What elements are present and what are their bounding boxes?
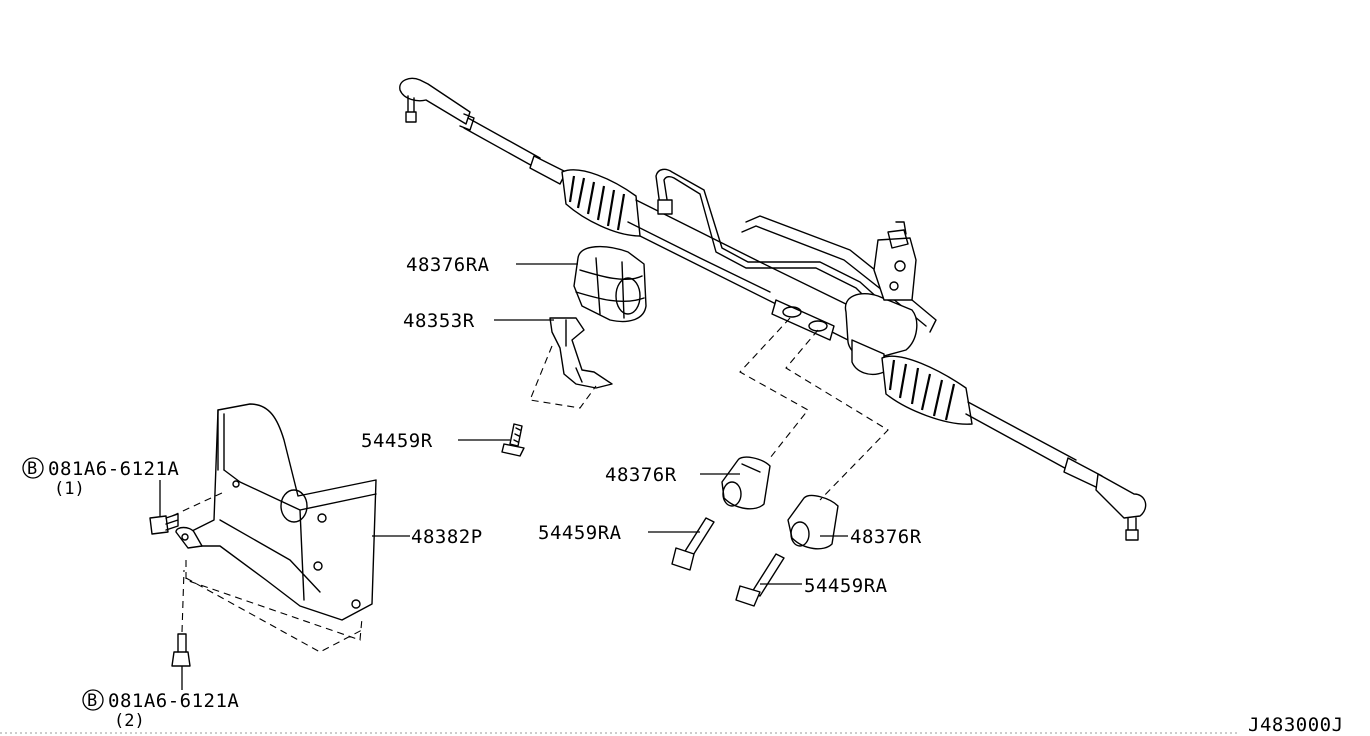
left-tie-rod	[463, 117, 541, 169]
label-qty-1: (1)	[54, 479, 85, 499]
label-54459ra-lower: 54459RA	[804, 575, 888, 597]
insulator-48376ra	[573, 245, 647, 323]
circle-letter-b: B	[87, 691, 97, 711]
label-081a6-6121a-2: 081A6-6121A	[108, 690, 239, 712]
left-boot	[561, 169, 641, 237]
callout-bolt-1: B 081A6-6121A (1)	[22, 457, 179, 499]
bolt-081a6-upper	[149, 513, 179, 535]
label-48376ra: 48376RA	[406, 254, 490, 276]
label-54459ra-upper: 54459RA	[538, 522, 622, 544]
label-48376r-lower: 48376R	[850, 526, 922, 548]
right-tie-rod	[965, 401, 1077, 473]
label-48353r: 48353R	[403, 310, 475, 332]
dashed-guide-upper	[739, 317, 809, 459]
dashed-guide-lower	[785, 329, 889, 501]
rack-mount-bosses	[771, 299, 835, 341]
label-qty-2: (2)	[114, 711, 145, 731]
diagram-id: J483000J	[1248, 714, 1344, 736]
steering-valve-body	[844, 221, 918, 376]
label-54459r: 54459R	[361, 430, 433, 452]
clamp-48353r	[529, 317, 613, 409]
circle-letter-b: B	[27, 459, 37, 479]
callout-bolt-2: B 081A6-6121A (2)	[82, 689, 239, 731]
label-081a6-6121a-1: 081A6-6121A	[48, 458, 179, 480]
bolt-54459r	[501, 423, 525, 457]
bushing-48376r-upper	[721, 456, 771, 510]
label-48382p: 48382P	[411, 526, 483, 548]
left-tie-rod-end	[399, 77, 475, 131]
right-boot	[881, 355, 973, 425]
bushing-48376r-lower	[787, 494, 839, 550]
right-tie-rod-end	[1095, 473, 1147, 541]
bolt-081a6-lower	[171, 633, 191, 667]
heat-shield-48382p	[175, 403, 377, 653]
label-48376r-upper: 48376R	[605, 464, 677, 486]
bolt-54459ra-lower	[735, 553, 785, 607]
steering-rack-assembly	[399, 77, 1147, 541]
bolt-54459ra-upper	[671, 517, 715, 571]
